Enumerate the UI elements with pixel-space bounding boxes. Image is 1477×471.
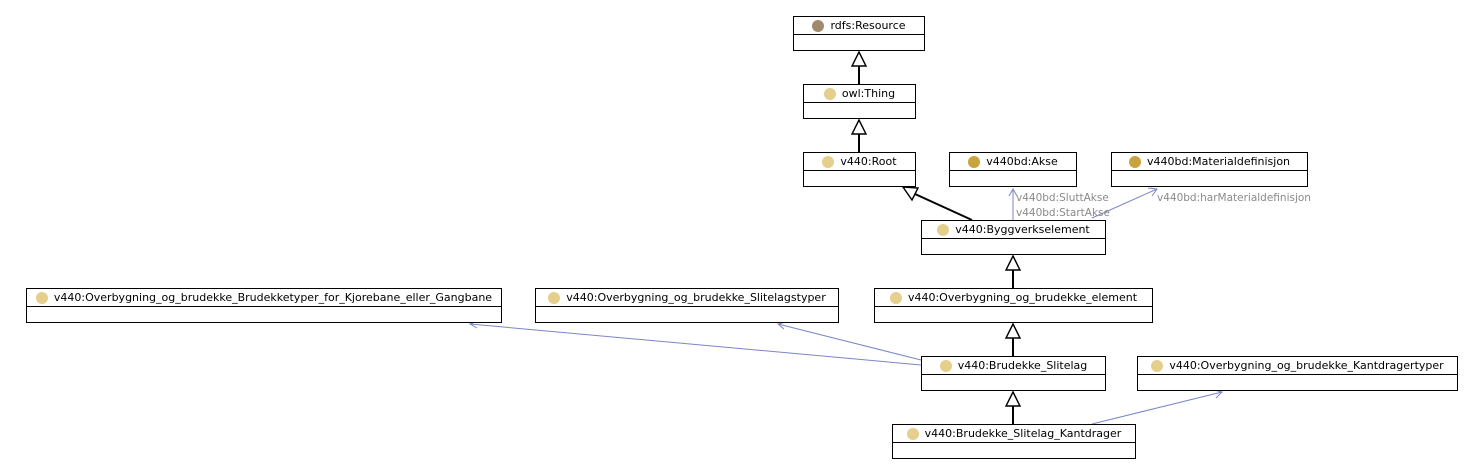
arrowhead-root-to-thing — [850, 118, 868, 135]
class-node-owl-thing[interactable]: owl:Thing — [803, 84, 916, 119]
class-icon — [35, 291, 48, 304]
class-node-brudekke-slitelag[interactable]: v440:Brudekke_Slitelag — [921, 356, 1106, 391]
class-node-root[interactable]: v440:Root — [803, 152, 916, 187]
class-node-brudekketyper[interactable]: v440:Overbygning_og_brudekke_Brudekketyp… — [26, 288, 502, 323]
class-node-kantdragertyper[interactable]: v440:Overbygning_og_brudekke_Kantdragert… — [1137, 356, 1458, 391]
class-icon — [937, 223, 950, 236]
arrowhead-thing-to-resource — [850, 50, 868, 67]
external-class-icon — [968, 155, 981, 168]
arrowhead-slitelag-to-element — [1004, 322, 1022, 339]
class-node-akse[interactable]: v440bd:Akse — [949, 152, 1077, 187]
arrowhead-element-to-byggverk — [1004, 254, 1022, 271]
edge-label-harmaterialdefinisjon: v440bd:harMaterialdefinisjon — [1157, 192, 1311, 204]
class-node-slitelagstyper[interactable]: v440:Overbygning_og_brudekke_Slitelagsty… — [535, 288, 839, 323]
class-icon — [906, 427, 919, 440]
class-node-byggverkselement[interactable]: v440:Byggverkselement — [921, 220, 1106, 255]
class-label: v440:Root — [840, 155, 897, 168]
class-node-rdfs-resource[interactable]: rdfs:Resource — [793, 16, 925, 51]
class-label: v440:Overbygning_og_brudekke_element — [907, 291, 1138, 304]
edge-kantdrager-to-kantdragertyper — [1091, 391, 1223, 425]
class-icon — [889, 291, 902, 304]
external-class-icon — [1128, 155, 1141, 168]
class-label: v440:Overbygning_og_brudekke_Slitelagsty… — [566, 291, 826, 304]
arrowhead-byggverk-to-root — [901, 186, 920, 202]
edge-slitelag-to-slitelagstyper — [777, 323, 922, 361]
arrowhead-harmaterialdefinisjon — [1147, 187, 1158, 197]
class-label: owl:Thing — [841, 87, 896, 100]
class-label: v440:Byggverkselement — [955, 223, 1090, 236]
class-label: v440:Overbygning_og_brudekke_Kantdragert… — [1169, 359, 1444, 372]
class-label: v440bd:Materialdefinisjon — [1146, 155, 1291, 168]
class-icon — [823, 87, 836, 100]
class-label: v440bd:Akse — [986, 155, 1058, 168]
class-icon — [548, 291, 561, 304]
class-label: rdfs:Resource — [830, 19, 906, 32]
class-icon — [1151, 359, 1164, 372]
edge-label-startakse: v440bd:StartAkse — [1016, 207, 1110, 219]
class-label: v440:Brudekke_Slitelag — [957, 359, 1088, 372]
edge-byggverk-to-root — [914, 193, 973, 221]
edge-harmaterialdefinisjon — [1091, 188, 1158, 219]
class-icon — [822, 155, 835, 168]
arrowhead-kantdrager-to-slitelag — [1004, 390, 1022, 407]
class-node-kantdrager[interactable]: v440:Brudekke_Slitelag_Kantdrager — [892, 424, 1136, 459]
edge-slitelag-to-brudekketyper — [469, 323, 922, 366]
resource-class-icon — [812, 19, 825, 32]
class-node-overbygning-element[interactable]: v440:Overbygning_og_brudekke_element — [874, 288, 1153, 323]
arrowhead-startakse — [1008, 187, 1018, 197]
class-label: v440:Overbygning_og_brudekke_Brudekketyp… — [53, 291, 493, 304]
class-node-materialdefinisjon[interactable]: v440bd:Materialdefinisjon — [1111, 152, 1308, 187]
class-label: v440:Brudekke_Slitelag_Kantdrager — [924, 427, 1122, 440]
edge-label-sluttakse: v440bd:SluttAkse — [1016, 192, 1109, 204]
class-icon — [939, 359, 952, 372]
